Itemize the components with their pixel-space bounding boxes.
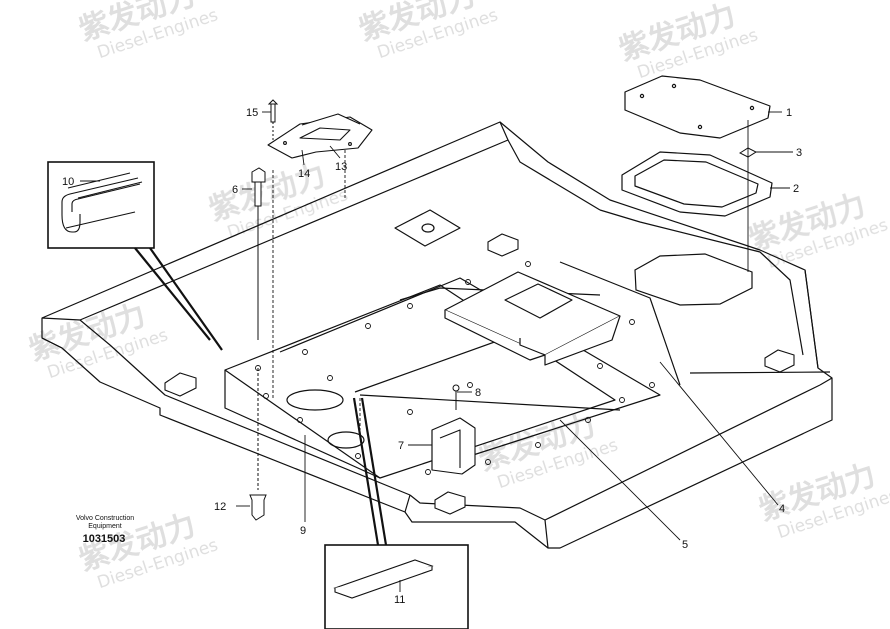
callout-11: 11 bbox=[394, 594, 405, 606]
caption-block: Volvo Construction Equipment 1031503 bbox=[76, 515, 134, 545]
dashed-guides bbox=[272, 150, 361, 430]
callout-10: 10 bbox=[62, 176, 74, 188]
nut-12 bbox=[249, 494, 267, 521]
watermark-3: 紫发动力 Diesel-Engines bbox=[615, 0, 761, 83]
gasket bbox=[621, 151, 773, 217]
callout-13: 13 bbox=[335, 161, 347, 173]
screw-8 bbox=[452, 384, 460, 410]
mounting-pads bbox=[164, 233, 795, 515]
caption-brand-2: Equipment bbox=[88, 523, 122, 530]
drawing-number: 1031503 bbox=[83, 533, 126, 545]
watermark-7: 紫发动力 Diesel-Engines bbox=[475, 408, 621, 493]
callout-labels: 1 3 2 4 5 6 7 8 9 10 11 12 13 14 15 bbox=[62, 107, 802, 606]
console-box bbox=[444, 271, 621, 366]
callout-4: 4 bbox=[779, 503, 785, 515]
watermark-9: 紫发动力 Diesel-Engines bbox=[755, 458, 890, 543]
inspection-hole bbox=[634, 253, 753, 306]
callout-5: 5 bbox=[682, 539, 688, 551]
watermark-1: 紫发动力 Diesel-Engines bbox=[75, 0, 221, 63]
caption-brand: Volvo Construction bbox=[76, 515, 134, 522]
callout-8: 8 bbox=[475, 387, 481, 399]
watermark-4: 紫发动力 Diesel-Engines bbox=[205, 158, 351, 243]
callout-12: 12 bbox=[214, 501, 226, 513]
watermark-5: 紫发动力 Diesel-Engines bbox=[745, 188, 890, 273]
callout-leaders bbox=[80, 111, 793, 592]
callout-9: 9 bbox=[300, 525, 306, 537]
hood-plate bbox=[267, 113, 373, 159]
callout-6: 6 bbox=[232, 184, 238, 196]
floor-plate bbox=[41, 121, 833, 549]
watermark-2: 紫发动力 Diesel-Engines bbox=[355, 0, 501, 63]
inset-leaders bbox=[134, 247, 388, 546]
detail-inset-10 bbox=[47, 161, 155, 249]
callout-1: 1 bbox=[786, 107, 792, 119]
callout-2: 3 bbox=[796, 147, 802, 159]
callout-3: 2 bbox=[793, 183, 799, 195]
bolt-6 bbox=[251, 167, 266, 490]
detail-inset-11 bbox=[324, 544, 469, 629]
callout-14: 14 bbox=[298, 168, 310, 180]
bracket-7 bbox=[431, 417, 476, 475]
callout-7: 7 bbox=[398, 440, 404, 452]
cover-plate bbox=[624, 75, 771, 139]
callout-15: 15 bbox=[246, 107, 258, 119]
bolt-15 bbox=[267, 99, 279, 142]
watermark-6: 紫发动力 Diesel-Engines bbox=[25, 298, 171, 383]
